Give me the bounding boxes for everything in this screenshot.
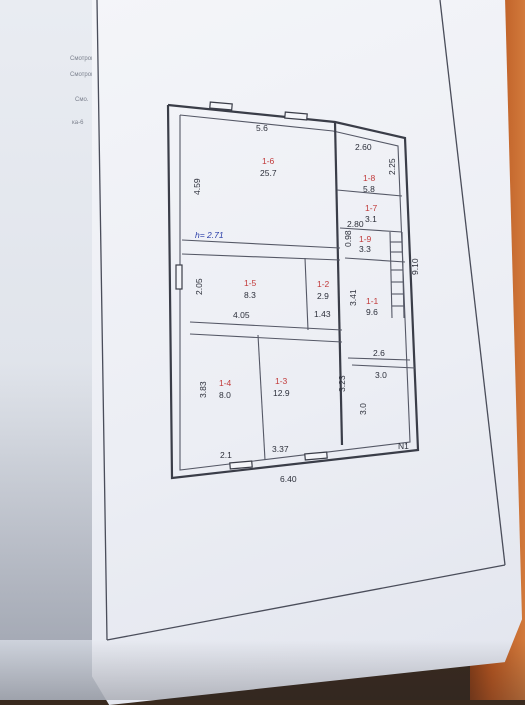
background-text-4: ка-6 — [72, 120, 84, 126]
background-shadow — [0, 360, 100, 640]
room-area-1-5: 8.3 — [244, 290, 256, 300]
room-area-1-9: 3.3 — [359, 244, 371, 254]
ceiling-height-note: h= 2.71 — [195, 230, 224, 240]
dim-right-total: 9.10 — [410, 258, 420, 275]
bottom-shadow — [0, 640, 525, 700]
room-area-1-1: 9.6 — [366, 307, 378, 317]
staircase — [389, 231, 405, 319]
wall-1-9-bottom — [344, 257, 406, 263]
wall-hall-top — [351, 364, 416, 369]
dim-mid-lower: 3.23 — [337, 375, 347, 392]
room-id-1-5: 1-5 — [244, 278, 257, 288]
dim-right-small-side: 2.25 — [387, 158, 397, 175]
outer-wall — [166, 103, 420, 480]
dim-corridor-width: 1.43 — [314, 309, 331, 319]
background-text-2: Смотровой — [70, 72, 101, 78]
entry-mark: N1 — [398, 441, 409, 451]
dim-bottom-total: 6.40 — [280, 474, 297, 484]
dim-mid-width: 4.05 — [233, 310, 250, 320]
room-area-1-4: 8.0 — [219, 390, 231, 400]
window-top-2 — [284, 111, 308, 121]
dim-right-lower: 3.0 — [358, 403, 368, 415]
room-id-1-4: 1-4 — [219, 378, 232, 388]
wall-vertical-main — [333, 121, 344, 446]
wall-room-1-6-bottom — [181, 239, 341, 249]
dim-right-small-top: 2.60 — [355, 142, 372, 152]
room-area-1-7: 3.1 — [365, 214, 377, 224]
room-id-1-8: 1-8 — [363, 173, 376, 183]
dim-left-upper: 4.59 — [192, 178, 202, 195]
background-document: Смотровой Смотровой Смо. ка-6 — [0, 0, 110, 700]
room-area-1-6: 25.7 — [260, 168, 277, 178]
room-id-1-7: 1-7 — [365, 203, 378, 213]
room-id-1-6: 1-6 — [262, 156, 275, 166]
wall-corridor-left — [304, 257, 309, 331]
dim-left-middle: 2.05 — [194, 278, 204, 295]
wall-room-1-5-top — [181, 253, 341, 261]
background-text-3: Смо. — [75, 97, 89, 103]
room-id-1-1: 1-1 — [366, 296, 379, 306]
wall-lower-divider — [257, 334, 266, 461]
sheet-frame-right — [439, 0, 506, 566]
wall-room-1-5-bottom — [189, 321, 343, 331]
dim-hall-width: 2.6 — [373, 348, 385, 358]
window-bottom-2 — [304, 451, 328, 461]
sheet-frame-left — [96, 0, 108, 641]
wall-1-8-bottom — [336, 189, 403, 197]
room-area-1-2: 2.9 — [317, 291, 329, 301]
dim-hall-bottom: 3.0 — [375, 370, 387, 380]
dim-left-lower: 3.83 — [198, 381, 208, 398]
background-text-1: Смотровой — [70, 56, 101, 62]
dim-bottom-left: 2.1 — [220, 450, 232, 460]
room-id-1-9: 1-9 — [359, 234, 372, 244]
room-id-1-3: 1-3 — [275, 376, 288, 386]
room-area-1-8: 5.8 — [363, 184, 375, 194]
window-bottom-1 — [229, 460, 253, 470]
room-id-1-2: 1-2 — [317, 279, 330, 289]
dim-stair-height: 0.98 — [343, 230, 353, 247]
window-top-1 — [209, 101, 233, 111]
window-left — [175, 264, 183, 290]
dim-stair-width: 2.80 — [347, 219, 364, 229]
dim-bottom-mid: 3.37 — [272, 444, 289, 454]
dim-corridor-side: 3.41 — [348, 289, 358, 306]
dim-top-width: 5.6 — [256, 123, 268, 133]
wall-lower-top — [189, 333, 343, 343]
inner-wall-line — [179, 114, 411, 471]
wall-1-1-bottom — [347, 357, 411, 361]
room-area-1-3: 12.9 — [273, 388, 290, 398]
wall-1-7-bottom — [339, 227, 403, 233]
sheet-frame-bottom — [106, 564, 506, 641]
